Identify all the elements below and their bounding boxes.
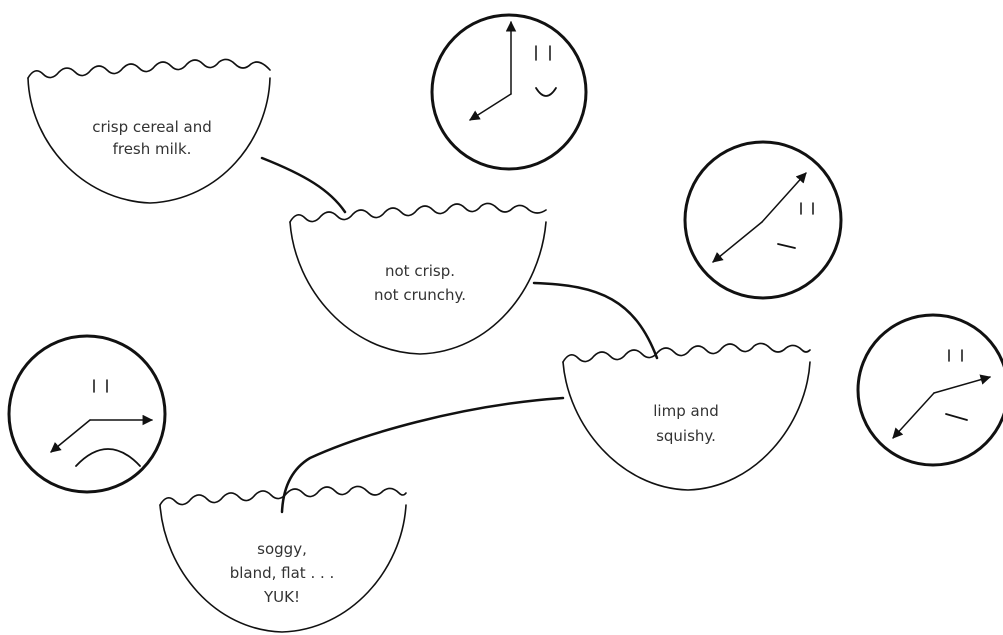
clock-hand-down-left-arrow <box>51 420 90 452</box>
clock-circle <box>858 315 1003 465</box>
bowl-text-line: bland, flat . . . <box>230 564 335 582</box>
connector-line-2-3 <box>534 283 657 358</box>
bowl-milk-rim <box>563 343 810 362</box>
clock-face-happy <box>432 15 586 169</box>
face-mouth-smile <box>536 88 556 96</box>
bowl-text-line: fresh milk. <box>113 140 192 158</box>
bowl-milk-rim <box>290 203 546 222</box>
bowl-limp-squishy: limp and squishy. <box>563 343 810 490</box>
clock-face-sad <box>9 336 165 492</box>
clock-face-flat <box>858 315 1003 465</box>
bowl-outline <box>563 362 810 490</box>
clock-face-neutral <box>685 142 841 298</box>
bowl-not-crisp: not crisp. not crunchy. <box>290 203 546 354</box>
clock-circle <box>432 15 586 169</box>
clock-hand-up-right-arrow <box>762 173 806 222</box>
clock-hand-right-arrow <box>934 377 990 393</box>
bowl-text-line: crisp cereal and <box>92 118 212 136</box>
face-mouth-frown <box>76 449 140 466</box>
clock-hand-down-left-arrow <box>713 222 762 262</box>
bowl-milk-rim <box>28 59 270 78</box>
face-mouth-flat <box>778 244 795 248</box>
connector-line-1-2 <box>262 158 345 212</box>
connector-line-3-4 <box>282 398 563 512</box>
face-mouth-flat <box>946 414 967 420</box>
clock-circle <box>9 336 165 492</box>
bowl-text-line: soggy, <box>257 540 307 558</box>
bowl-crisp-cereal: crisp cereal and fresh milk. <box>28 59 270 203</box>
bowl-text-line: not crisp. <box>385 262 455 280</box>
clock-hand-down-left-arrow <box>470 94 511 120</box>
clock-hand-down-left-arrow <box>893 393 934 438</box>
bowl-text-line: limp and <box>653 402 718 420</box>
bowl-text-line: squishy. <box>656 427 716 445</box>
bowl-text-line: not crunchy. <box>374 286 466 304</box>
bowl-text-line: YUK! <box>263 588 300 606</box>
